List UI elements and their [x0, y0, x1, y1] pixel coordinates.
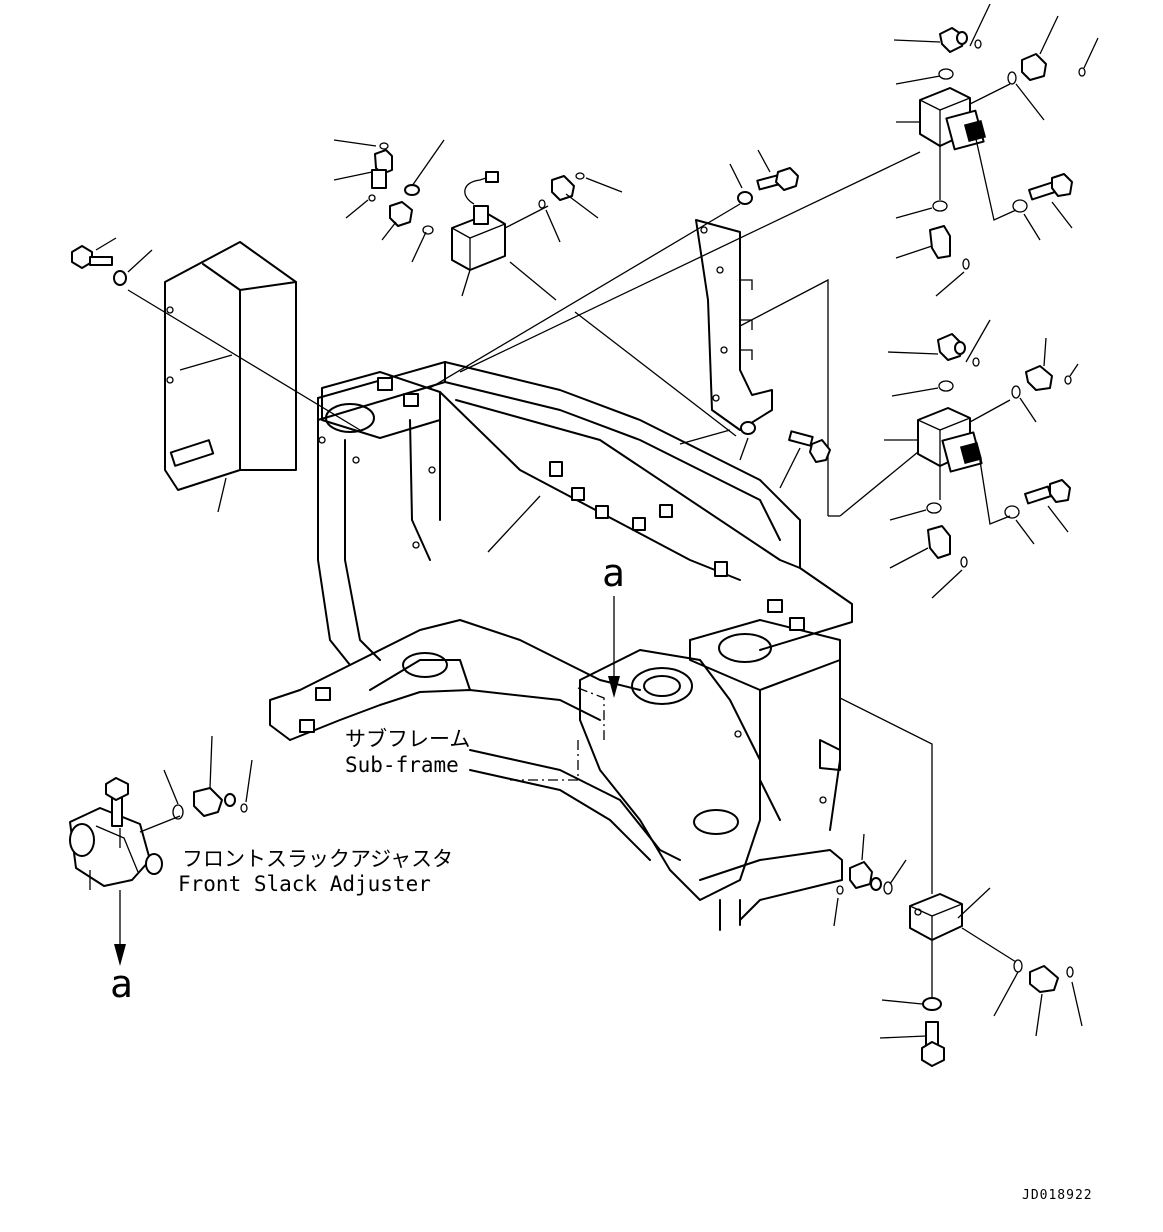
drawing-code: JD018922	[1022, 1188, 1093, 1203]
bracket-bolts	[429, 149, 831, 489]
subframe-label-jp: サブフレーム	[345, 727, 470, 751]
mounting-bracket	[679, 219, 840, 517]
view-marker-bottom: a	[110, 962, 133, 1006]
solenoid-valve-upper	[451, 171, 557, 301]
lower-valve-block	[833, 688, 1083, 1067]
upper-valve-fittings	[333, 139, 623, 263]
sub-frame	[269, 361, 853, 931]
subframe-label-en: Sub-frame	[345, 753, 459, 777]
view-arrow-a	[510, 596, 620, 781]
frame-cover	[164, 241, 297, 513]
solenoid-valve-right-1	[459, 3, 1099, 373]
solenoid-valve-right-2	[839, 319, 1079, 599]
front-slack-adjuster	[69, 735, 253, 966]
view-marker-top: a	[602, 551, 625, 595]
subframe-leader	[487, 495, 541, 553]
cover-bolt	[71, 237, 361, 431]
adjuster-label-en: Front Slack Adjuster	[178, 872, 431, 896]
adjuster-label-jp: フロントスラックアジャスタ	[182, 847, 453, 871]
